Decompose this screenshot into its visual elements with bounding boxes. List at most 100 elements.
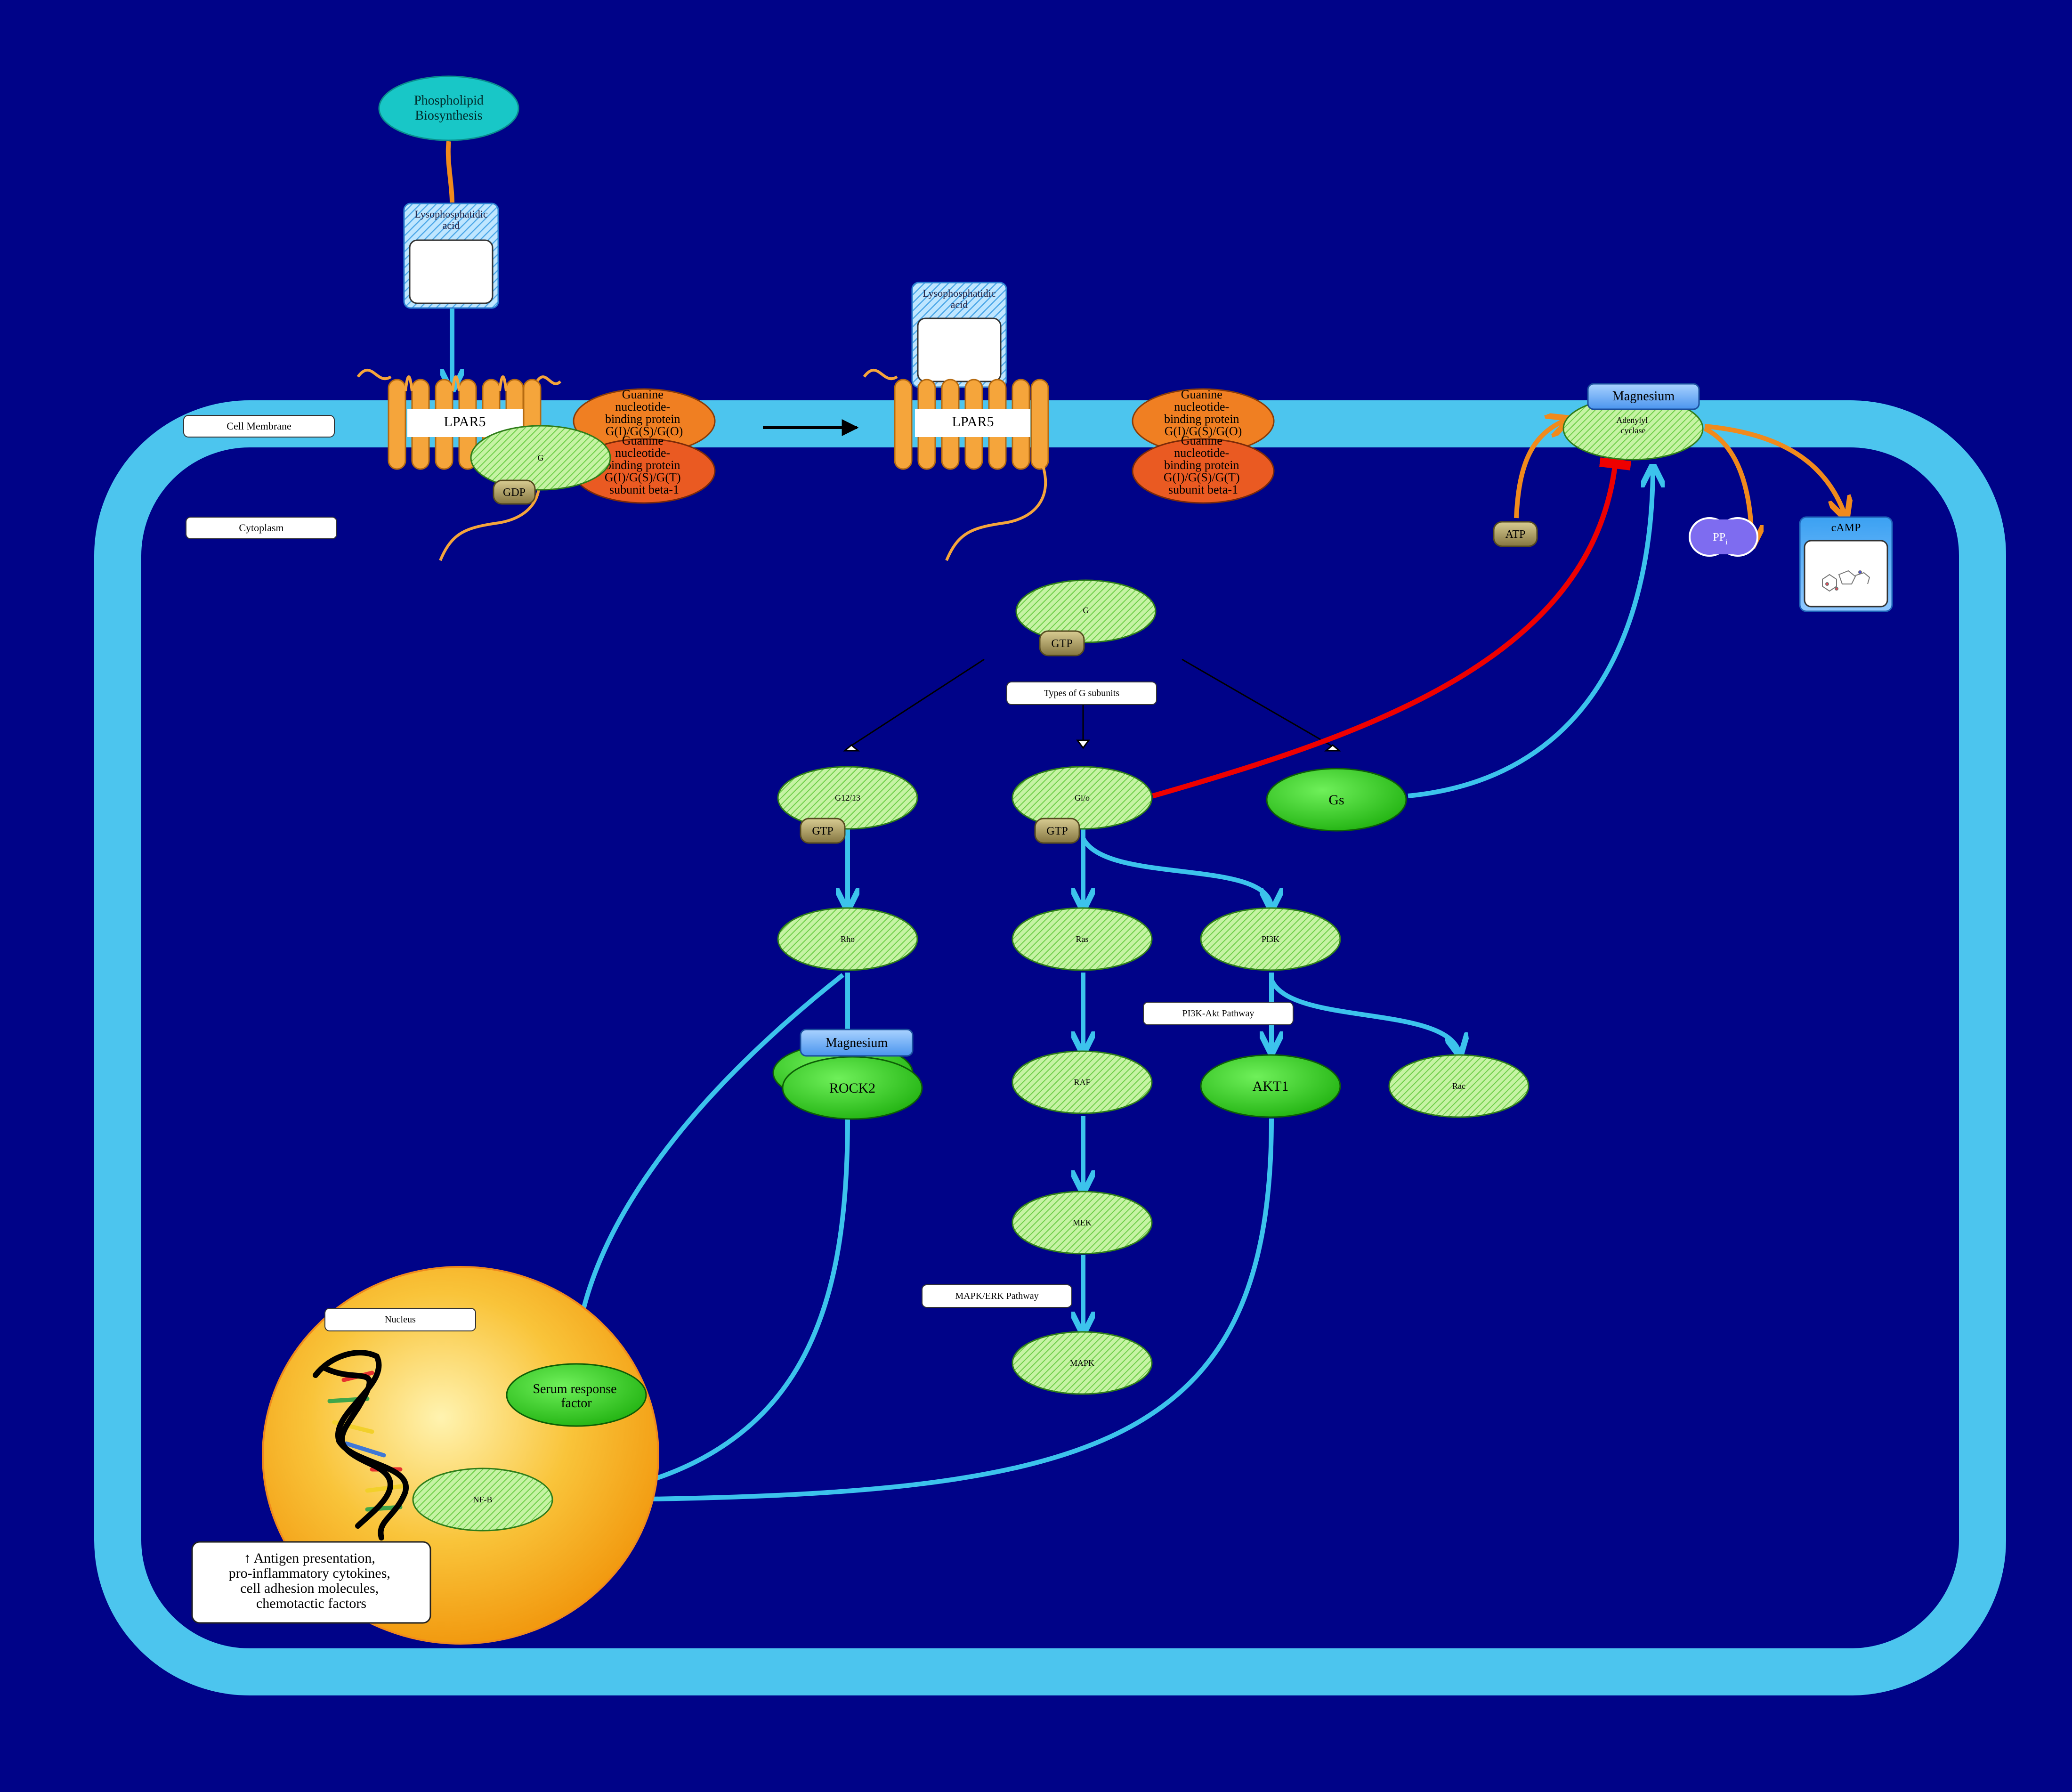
node-gtp-gio[interactable] (1034, 818, 1080, 844)
rac-label: Rac (1452, 1081, 1465, 1091)
cell-membrane (94, 400, 2006, 1695)
node-gtp-top[interactable] (1039, 630, 1085, 657)
phospholipid-line2: Biosynthesis (415, 108, 482, 123)
lpa-right-line1: Lysophosphatidic (923, 287, 996, 299)
edge-types-g1213 (850, 658, 985, 747)
ac-line1: Adenylyl (1616, 415, 1648, 425)
svg-text:Guanine nucleotide- bi: Guanine nucleotide- binding protein G(I)… (1164, 388, 1242, 438)
gb-left-l5: subunit beta-1 (609, 483, 679, 496)
node-magnesium-top[interactable] (1587, 383, 1700, 410)
gtp-g1213-label: GTP (812, 825, 833, 837)
node-srf[interactable] (506, 1363, 647, 1427)
edge-gio-ac-inhibition (1152, 457, 1631, 799)
node-akt1[interactable] (1200, 1054, 1341, 1118)
edge-akt1-nfb (553, 1118, 1274, 1500)
gb-left-l2: nucleotide- (615, 446, 670, 460)
edge-atp-ac (1514, 419, 1568, 519)
edge-pi3k-rac (1269, 978, 1460, 1055)
edge-rho-srf (575, 973, 845, 1370)
node-gdp[interactable] (493, 479, 536, 505)
ras-label: Ras (1076, 934, 1089, 944)
edge-gio-pi3k (1081, 837, 1271, 909)
node-nfb[interactable] (412, 1468, 553, 1532)
g-cytoplasm-label: G (1083, 606, 1089, 615)
lpa-left-line2: acid (443, 219, 460, 231)
node-rock2[interactable] (782, 1056, 923, 1120)
lpar5-left-label: LPAR5 (444, 414, 486, 430)
node-phospholipid-biosynthesis[interactable] (378, 75, 519, 141)
type-marker-gs (1324, 744, 1342, 752)
dna-icon (313, 1350, 409, 1541)
lpa-right-structure (917, 317, 1002, 382)
node-rho[interactable] (777, 907, 918, 971)
node-gprotein-beta-right[interactable] (1132, 438, 1275, 504)
gb-left-l3: binding protein (605, 458, 680, 472)
type-marker-g1213 (842, 744, 860, 752)
ga-right-l1: Guanine (1181, 388, 1222, 401)
svg-text:Phospholipid: Phospholipid (414, 93, 484, 108)
outcome-up-arrow: ↑ (244, 1550, 251, 1566)
label-cytoplasm: Cytoplasm (239, 522, 283, 534)
node-magnesium-rock[interactable] (800, 1029, 914, 1057)
akt1-label: AKT1 (1253, 1078, 1289, 1094)
node-ras[interactable] (1012, 907, 1153, 971)
edge-ac-camp (1704, 424, 1846, 518)
node-atp[interactable] (1493, 521, 1538, 547)
srf-line2: factor (561, 1396, 592, 1411)
gs-label: Gs (1328, 792, 1344, 808)
rock2-label: ROCK2 (829, 1080, 875, 1096)
svg-text:Guanine nucleotide- bi: Guanine nucleotide- binding protein G(I)… (605, 434, 684, 496)
label-pi3k-akt: PI3K-Akt Pathway (1182, 1008, 1255, 1019)
ac-line2: cyclase (1621, 426, 1646, 435)
camp-label: cAMP (1831, 522, 1861, 534)
lpa-right-line2: acid (951, 299, 968, 310)
node-raf[interactable] (1012, 1050, 1153, 1114)
outcome-line1: Antigen presentation, (254, 1550, 375, 1566)
svg-text:acid: acid (951, 299, 968, 310)
edge-types-gs (1182, 658, 1333, 747)
outcome-line2: pro-inflammatory cytokines, (229, 1565, 390, 1581)
gb-left-l4: G(I)/G(S)/G(T) (605, 470, 681, 484)
gb-right-l1: Guanine (1181, 434, 1222, 447)
node-camp[interactable]: cAMP (1799, 516, 1893, 612)
label-nucleus: Nucleus (385, 1314, 416, 1325)
g1213-label: G12/13 (835, 793, 860, 803)
lpar5-right-label: LPAR5 (952, 414, 994, 430)
ga-right-l2: nucleotide- (1174, 400, 1229, 414)
ga-left-l4: G(I)/G(S)/G(O) (606, 424, 683, 438)
node-g-membrane[interactable] (470, 425, 611, 491)
svg-text:Biosynthesis: Biosynthesis (415, 108, 482, 123)
gb-right-l3: binding protein (1164, 458, 1239, 472)
node-mapk[interactable] (1012, 1331, 1153, 1395)
label-cell-membrane: Cell Membrane (227, 420, 291, 432)
svg-text:Lysophosphatidic: Lysophosphatidic (923, 287, 996, 299)
receptor-lpar5-right[interactable]: LPAR5 (863, 369, 1049, 561)
gb-right-l5: subunit beta-1 (1168, 483, 1238, 496)
node-g-cytoplasm[interactable] (1015, 579, 1157, 643)
node-ppi[interactable]: PPi (1689, 517, 1758, 557)
gb-right-l4: G(I)/G(S)/G(T) (1164, 470, 1240, 484)
gb-left-l1: Guanine (622, 434, 664, 447)
node-g1213[interactable] (777, 766, 918, 830)
node-pi3k[interactable] (1200, 907, 1341, 971)
node-gtp-g1213[interactable] (800, 818, 846, 844)
mek-label: MEK (1073, 1218, 1092, 1227)
svg-text:Guanine nucleotide- bi: Guanine nucleotide- binding protein G(I)… (1164, 434, 1243, 496)
node-gs[interactable] (1266, 768, 1407, 832)
outcome-line4: chemotactic factors (256, 1596, 366, 1611)
svg-text:PPi: PPi (1713, 531, 1728, 546)
svg-text:Lysophosphatidic: Lysophosphatidic (414, 208, 487, 220)
ga-left-l2: nucleotide- (615, 400, 670, 414)
gb-right-l2: nucleotide- (1174, 446, 1229, 460)
node-rac[interactable] (1388, 1054, 1530, 1118)
node-gio[interactable] (1012, 766, 1153, 830)
edge-gs-ac (1408, 466, 1653, 798)
ppi-label: PP (1713, 531, 1725, 543)
node-mek[interactable] (1012, 1191, 1153, 1255)
ga-left-l3: binding protein (605, 412, 680, 426)
raf-label: RAF (1074, 1078, 1090, 1087)
svg-text:Adenylyl cyclase: Adenylyl cyclase (1616, 415, 1650, 435)
gtp-top-label: GTP (1051, 638, 1072, 650)
